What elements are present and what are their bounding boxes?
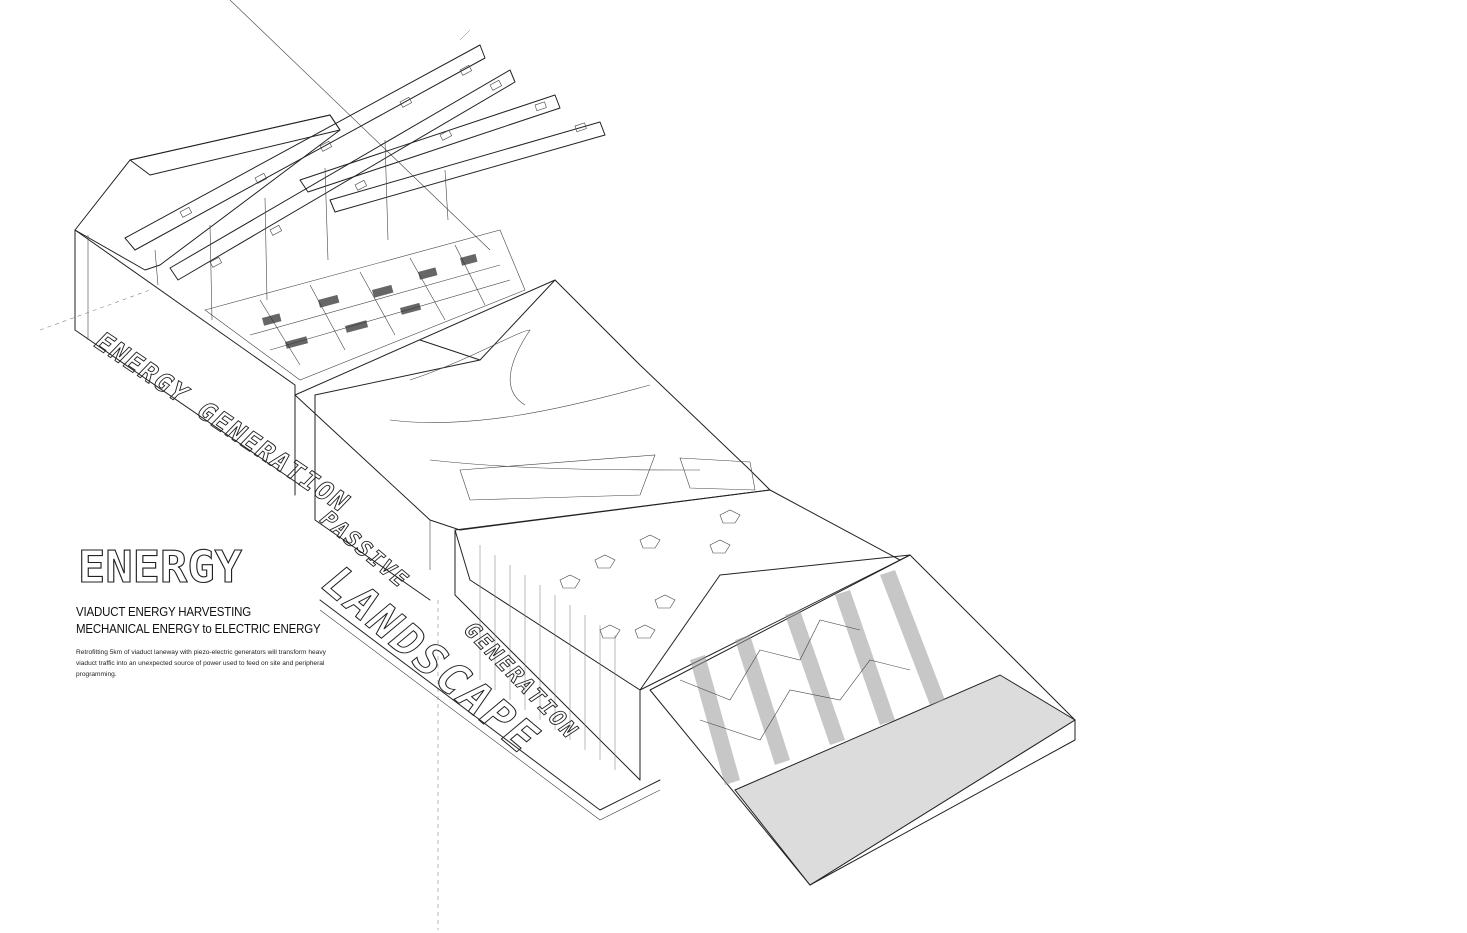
energy-logo: ENERGY xyxy=(77,541,243,590)
passive-landscape-block xyxy=(294,279,771,601)
energy-generation-text: ENERGY GENERATION xyxy=(87,328,357,517)
description-text: Retrofitting 5km of viaduct laneway with… xyxy=(76,649,326,678)
guide-lines xyxy=(39,29,471,930)
base-plinth xyxy=(319,599,661,821)
landscape-ramp xyxy=(649,554,1076,886)
energy-logo-text: ENERGY xyxy=(78,542,243,590)
generation-block xyxy=(454,489,911,781)
energy-generation-label: ENERGY GENERATION xyxy=(87,328,358,518)
heading-mechanical-to-electric: MECHANICAL ENERGY to ELECTRIC ENERGY xyxy=(76,622,321,636)
viaduct-lanes xyxy=(124,44,606,321)
info-panel: ENERGY VIADUCT ENERGY HARVESTING MECHANI… xyxy=(76,540,346,680)
energy-generation-block xyxy=(74,0,526,496)
heading-viaduct-energy-harvesting: VIADUCT ENERGY HARVESTING xyxy=(76,605,251,619)
